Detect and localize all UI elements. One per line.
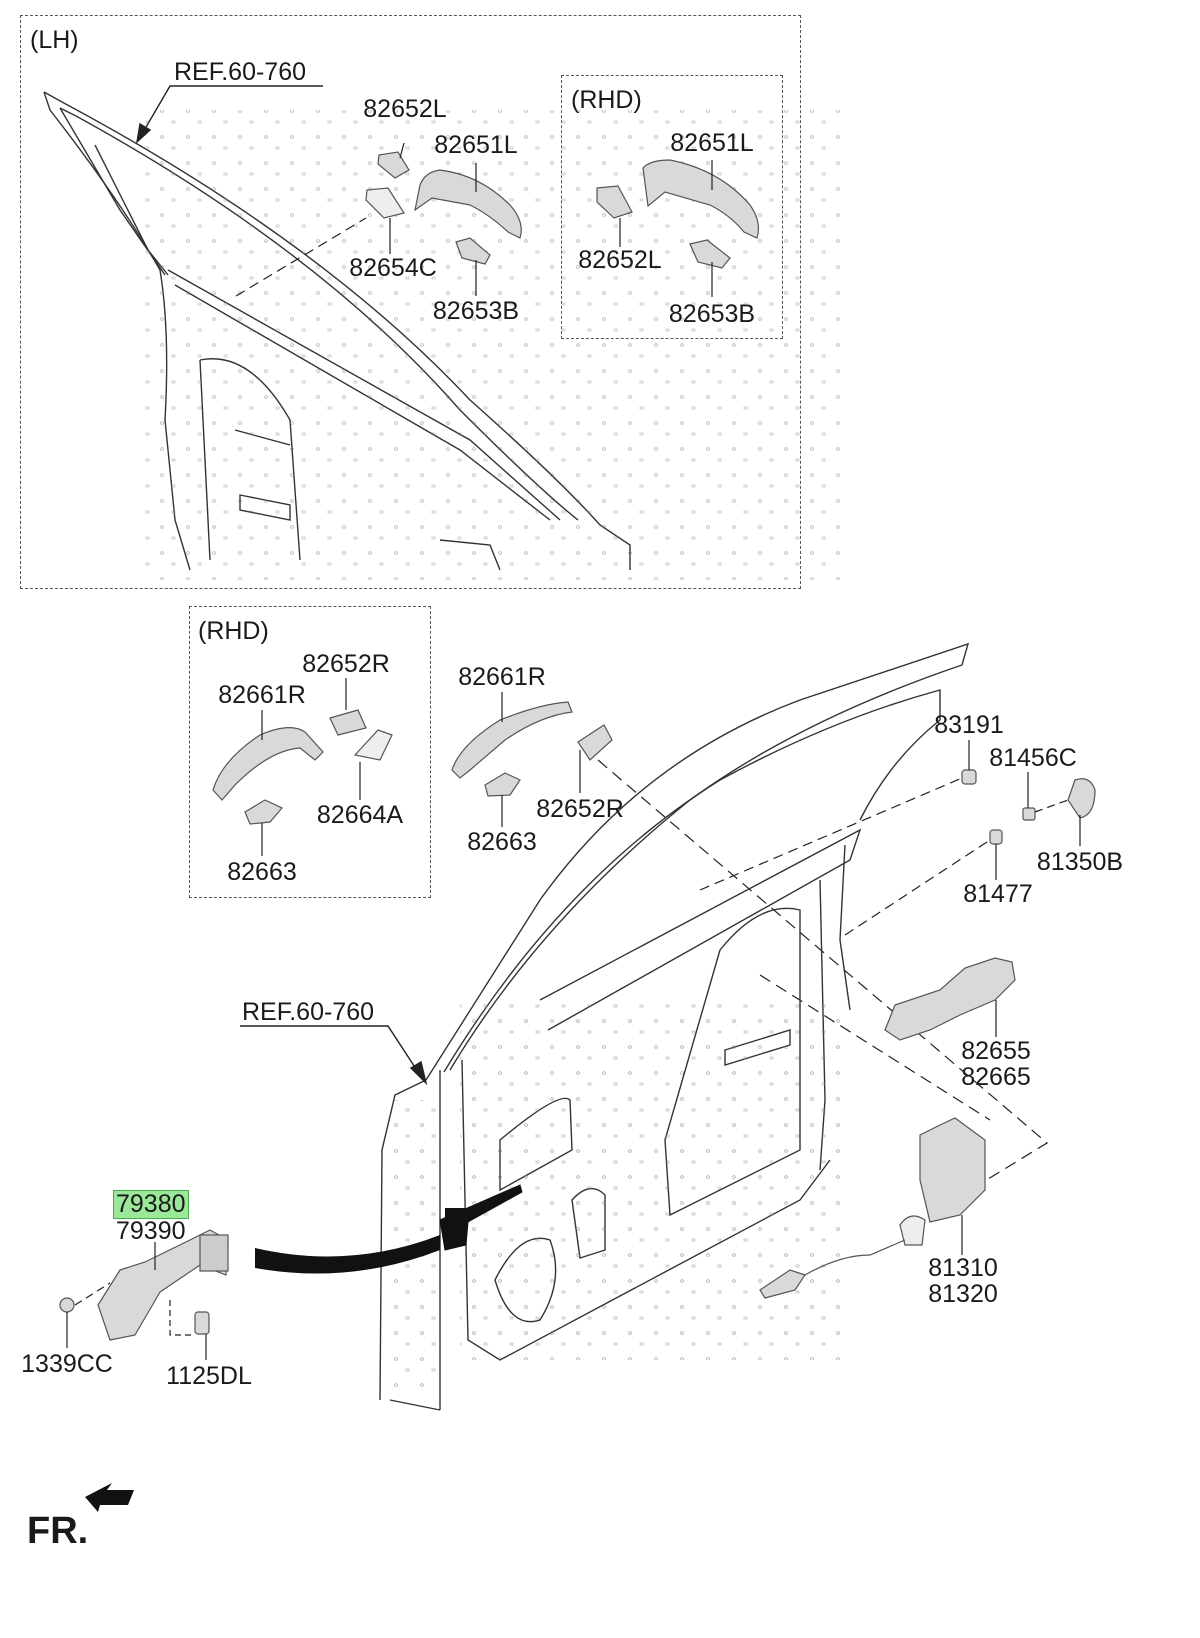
part-83191-label[interactable]: 83191 (934, 711, 1004, 739)
part-1339CC-label[interactable]: 1339CC (21, 1350, 113, 1378)
part-82665-label[interactable]: 82665 (961, 1063, 1031, 1091)
part-82661R-label[interactable]: 82661R (458, 663, 546, 691)
main-door (379, 642, 970, 1411)
rhd-lower-leader-lines (261, 678, 361, 856)
part-82655-label[interactable]: 82655 (961, 1037, 1031, 1065)
main-leader-lines (501, 692, 1049, 1196)
part-82652L-rhd-label[interactable]: 82652L (578, 246, 662, 274)
part-81350B-label[interactable]: 81350B (1036, 848, 1124, 876)
checker-mount-highlight (255, 1184, 523, 1274)
part-82652R-rhd-label[interactable]: 82652R (302, 650, 390, 678)
lh-leader-lines (235, 142, 477, 297)
fasteners-right-leaders (699, 740, 1081, 936)
lh-handle-parts (365, 151, 522, 265)
lh-door-frame (43, 91, 845, 580)
part-79380-label[interactable]: 79380 (113, 1190, 189, 1219)
rhd-lower-handle-parts (212, 709, 393, 825)
part-82664A-rhd-label[interactable]: 82664A (316, 801, 404, 829)
door-latch-assembly (759, 1117, 986, 1299)
part-81320-label[interactable]: 81320 (928, 1280, 998, 1308)
part-82663-label[interactable]: 82663 (467, 828, 537, 856)
front-direction-arrow (85, 1483, 134, 1512)
part-82663-rhd-label[interactable]: 82663 (227, 858, 297, 886)
ref-upper-label[interactable]: REF.60-760 (174, 58, 307, 86)
inner-handle-assembly (884, 957, 1016, 1041)
checker-leaders (66, 1242, 207, 1360)
rhd-upper-handle-parts (596, 159, 760, 269)
part-82652R-label[interactable]: 82652R (536, 795, 624, 823)
main-handle-parts (451, 701, 613, 797)
part-82654C-label[interactable]: 82654C (349, 254, 437, 282)
ref-lower-arrow (240, 1025, 428, 1086)
part-79390-label[interactable]: 79390 (116, 1217, 186, 1245)
ref-upper-arrow (135, 85, 323, 144)
part-82651L-rhd-label[interactable]: 82651L (670, 129, 754, 157)
part-82652L-label[interactable]: 82652L (363, 95, 447, 123)
rhd-upper-leader-lines (619, 160, 713, 297)
rhd-lower-group-label: (RHD) (198, 617, 269, 645)
lh-group-label: (LH) (30, 26, 79, 54)
part-82653B-label[interactable]: 82653B (432, 297, 520, 325)
part-81310-label[interactable]: 81310 (928, 1254, 998, 1282)
part-82661R-rhd-label[interactable]: 82661R (218, 681, 306, 709)
rhd-lower-group-box (189, 606, 431, 898)
part-81477-label[interactable]: 81477 (963, 880, 1033, 908)
rhd-upper-group-label: (RHD) (571, 86, 642, 114)
part-81456C-label[interactable]: 81456C (989, 744, 1077, 772)
part-1125DL-label[interactable]: 1125DL (166, 1362, 252, 1390)
part-82653B-rhd-label[interactable]: 82653B (668, 300, 756, 328)
front-direction-label: FR. (27, 1510, 89, 1552)
fasteners-right (961, 769, 1096, 845)
part-82651L-label[interactable]: 82651L (434, 131, 518, 159)
door-checker-assembly (59, 1229, 229, 1341)
ref-lower-label[interactable]: REF.60-760 (242, 998, 375, 1026)
